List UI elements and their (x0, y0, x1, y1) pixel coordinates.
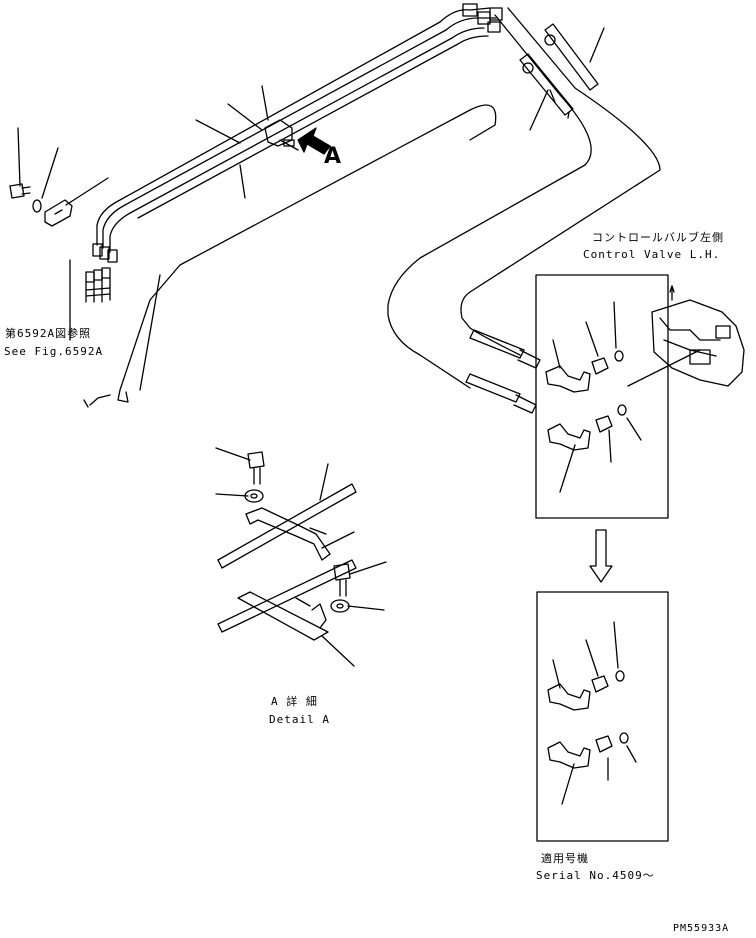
serial-fittings (548, 622, 636, 804)
tubes (97, 4, 502, 252)
left-hardware (10, 184, 72, 226)
detail-a-jp-label: A 詳 細 (271, 695, 318, 708)
detail-a-en-label: Detail A (269, 713, 330, 726)
control-valve-box (536, 275, 668, 518)
top-right-fittings (520, 24, 598, 115)
control-valve (652, 286, 744, 386)
ref-fig-jp-label: 第6592A図参照 (5, 327, 92, 340)
arrow-a-letter: A (324, 144, 342, 169)
serial-en-label: Serial No.4509～ (536, 869, 655, 882)
hose-loop (388, 8, 660, 388)
arrow-a (298, 128, 330, 154)
ref-fig-en-label: See Fig.6592A (4, 345, 104, 358)
top-clamp (265, 120, 298, 150)
serial-jp-label: 適用号機 (541, 852, 589, 865)
control-valve-jp-label: コントロールバルブ左側 (592, 231, 724, 244)
valve-hoses (466, 330, 540, 413)
box-leaders (553, 302, 700, 492)
control-valve-en-label: Control Valve L.H. (583, 248, 721, 261)
left-fittings (86, 244, 117, 302)
serial-box (537, 592, 668, 841)
down-arrow (590, 530, 612, 582)
box-elbow-fittings (546, 351, 626, 450)
detail-a (216, 448, 386, 666)
leader-lines-top (18, 28, 604, 340)
drawing-code-label: PM55933A (673, 923, 730, 934)
frame-outline (84, 105, 496, 407)
